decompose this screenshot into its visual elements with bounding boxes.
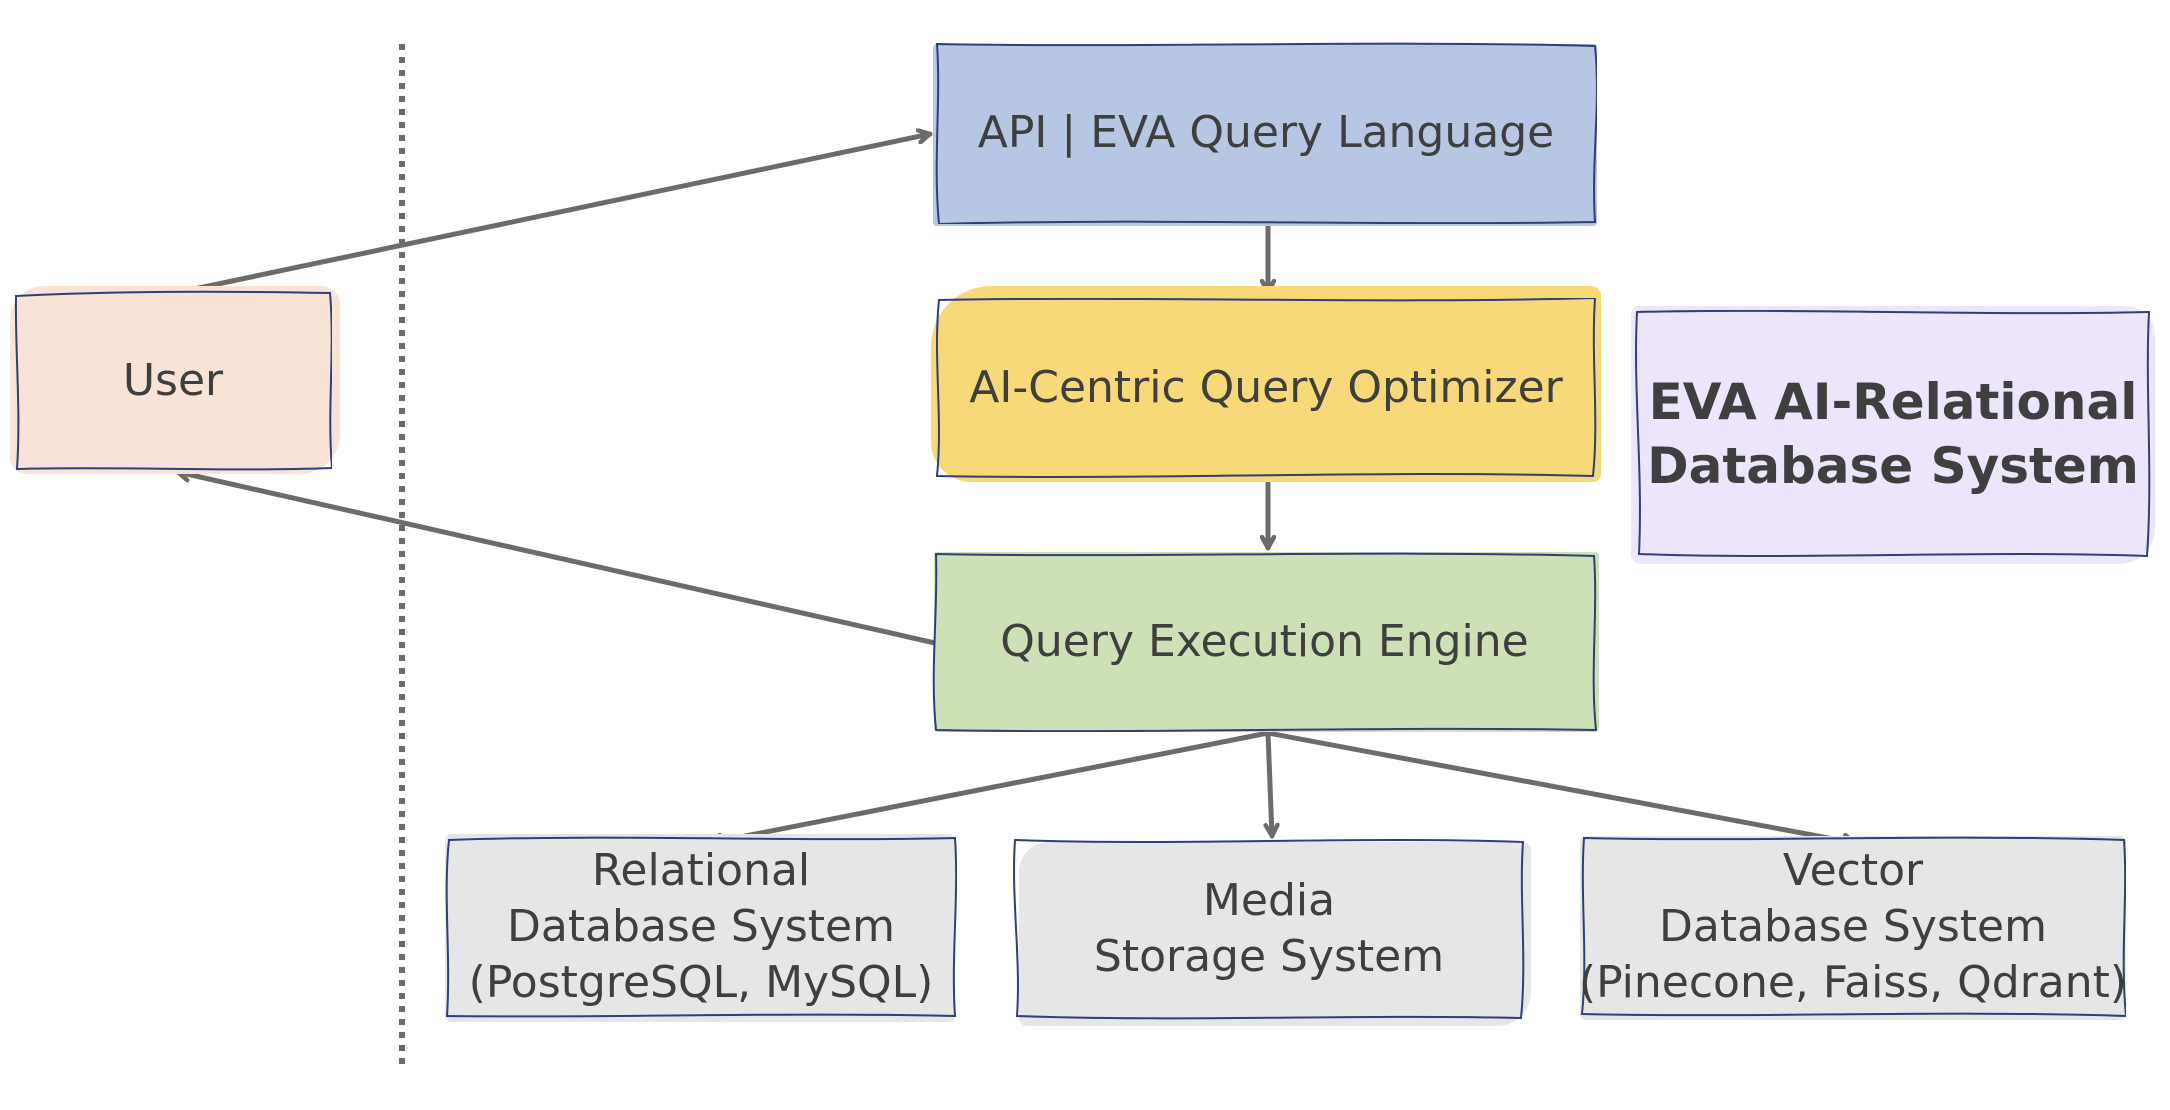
relational-db-line-2: Database System [506, 900, 895, 952]
user-node-label: User [122, 354, 224, 406]
system-title-text: EVA AI-Relational Database System [1647, 370, 2139, 498]
arrow-user-to-api [172, 134, 933, 296]
engine-node: Query Execution Engine [932, 552, 1599, 732]
media-storage-node: Media Storage System [1013, 838, 1531, 1026]
arrow-engine-to-media [1268, 730, 1272, 839]
vector-db-label: Vector Database System (Pinecone, Faiss,… [1579, 843, 2127, 1012]
vector-db-line-3: (Pinecone, Faiss, Qdrant) [1578, 957, 2128, 1009]
system-title-line-1: EVA AI-Relational [1648, 373, 2138, 431]
api-node: API | EVA Query Language [933, 42, 1597, 226]
arrow-engine-to-relational [707, 730, 1271, 843]
vector-db-line-2: Database System [1658, 900, 2047, 952]
relational-db-label: Relational Database System (PostgreSQL, … [469, 843, 934, 1012]
vector-db-line-1: Vector [1782, 844, 1924, 896]
media-storage-line-2: Storage System [1093, 931, 1445, 982]
relational-db-line-3: (PostgreSQL, MySQL) [468, 957, 934, 1009]
arrow-engine-to-vector [1265, 730, 1858, 843]
relational-db-line-1: Relational [591, 844, 811, 896]
api-node-label: API | EVA Query Language [977, 106, 1555, 158]
user-node: User [10, 286, 340, 474]
vector-db-node: Vector Database System (Pinecone, Faiss,… [1579, 836, 2127, 1020]
relational-db-node: Relational Database System (PostgreSQL, … [445, 834, 957, 1022]
optimizer-node: AI-Centric Query Optimizer [931, 286, 1601, 482]
media-storage-line-1: Media [1202, 874, 1336, 926]
media-storage-label: Media Storage System [1094, 873, 1444, 986]
arrow-engine-to-user [175, 472, 938, 646]
optimizer-node-label: AI-Centric Query Optimizer [969, 361, 1563, 413]
system-title-line-2: Database System [1647, 437, 2139, 495]
engine-node-label: Query Execution Engine [1000, 615, 1529, 667]
system-title-box: EVA AI-Relational Database System [1631, 306, 2155, 564]
